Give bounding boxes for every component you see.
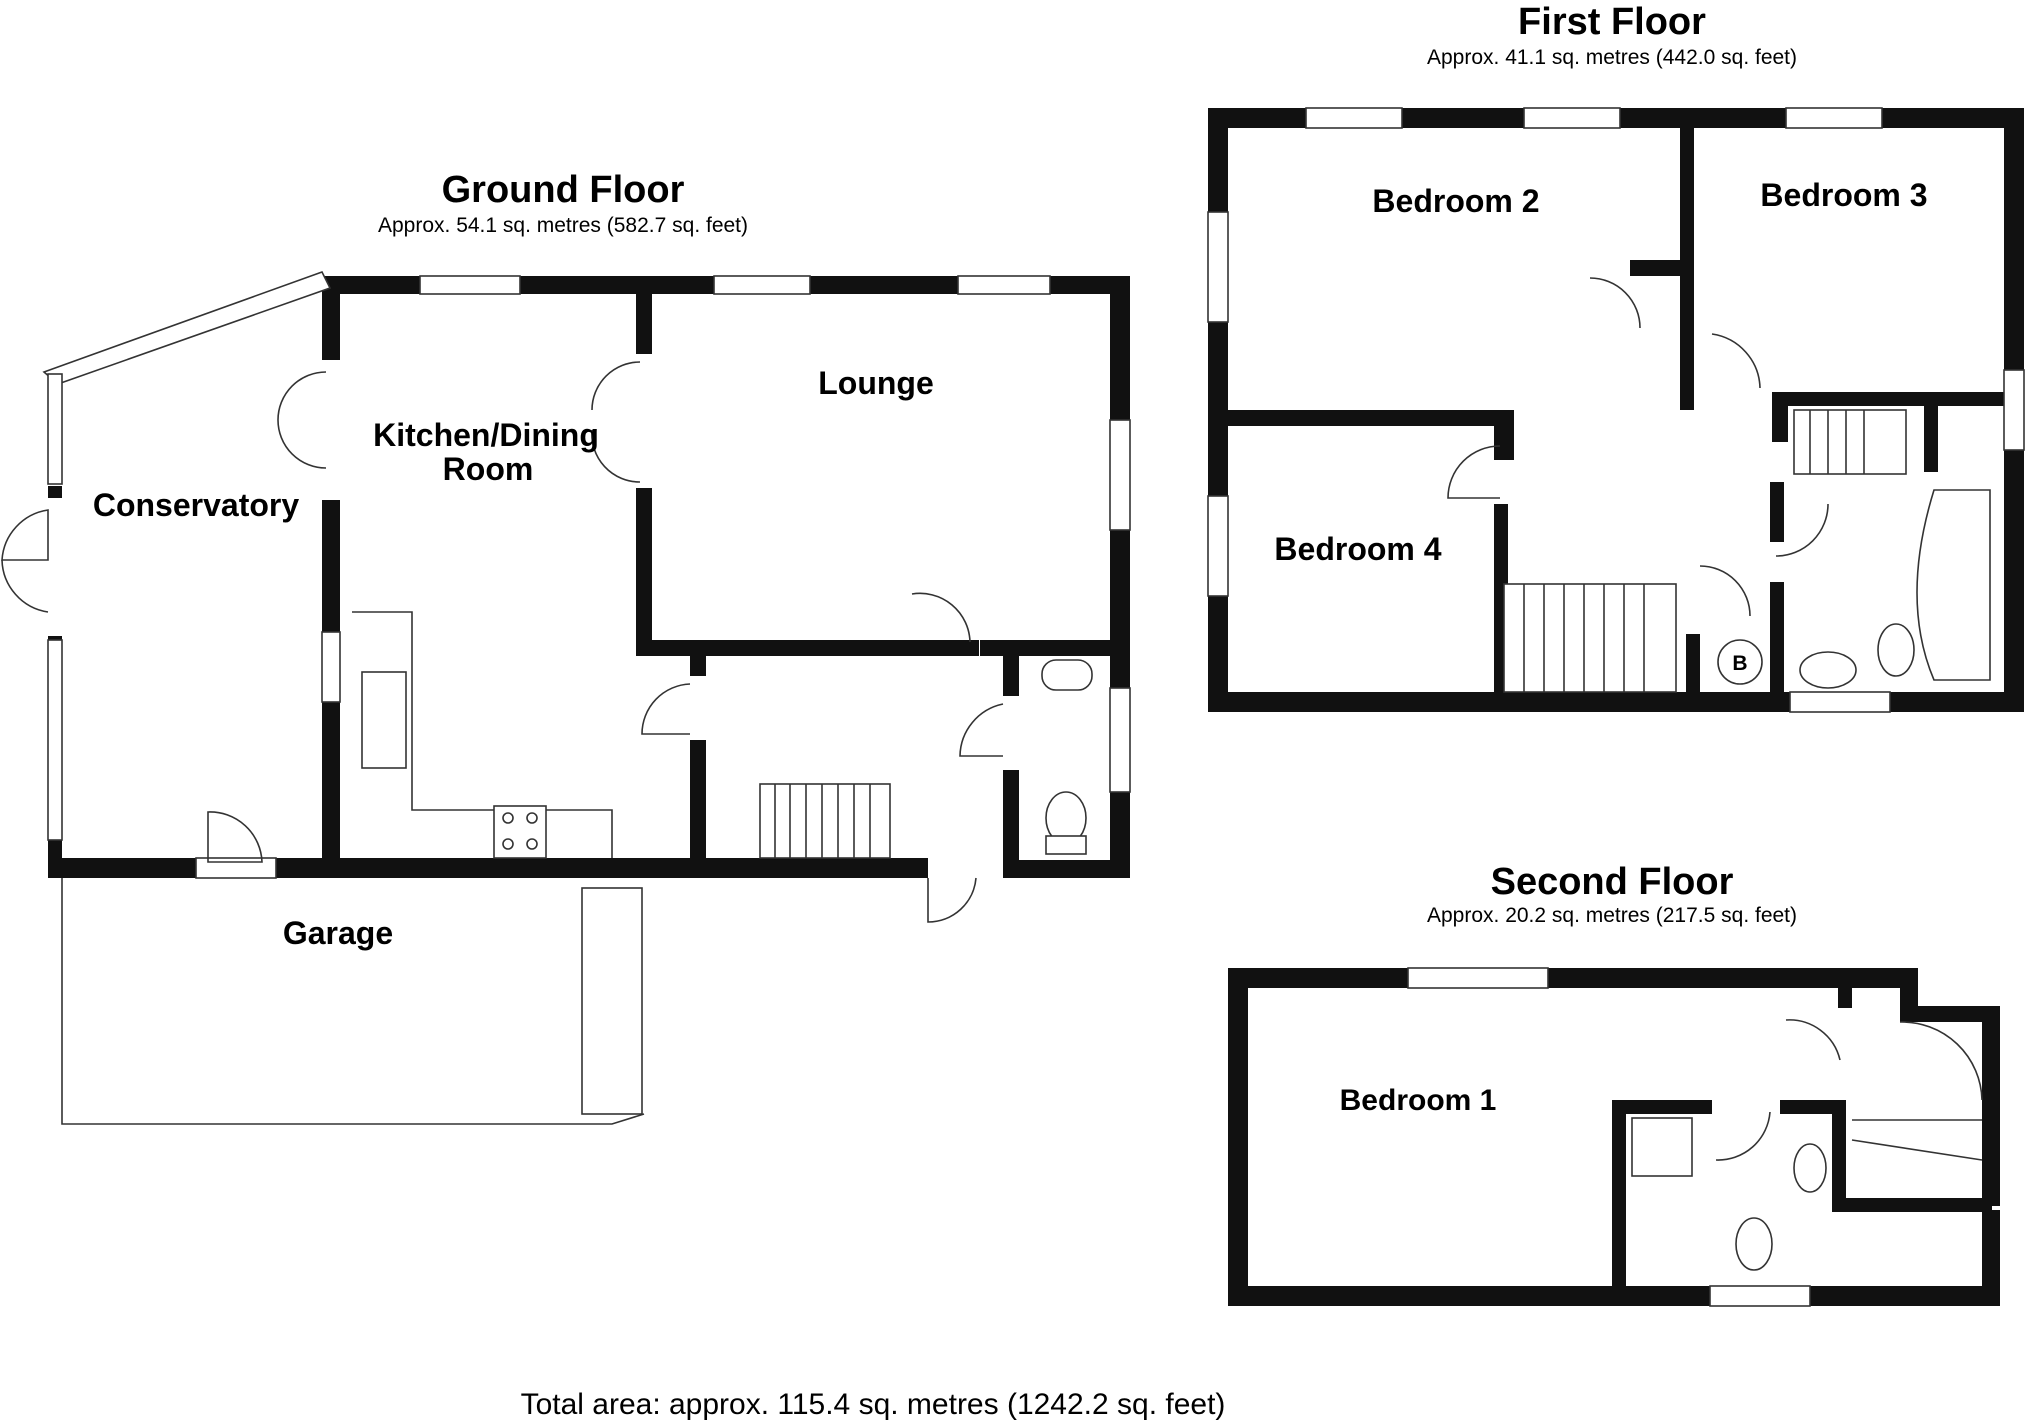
- room-label-kitchen-line2: Room: [443, 451, 534, 487]
- room-label-bedroom-4: Bedroom 4: [1274, 531, 1441, 567]
- ground-floor: [1, 271, 1131, 1125]
- second-floor: [1228, 967, 2000, 1307]
- room-label-bedroom-1: Bedroom 1: [1340, 1084, 1497, 1117]
- first-floor-title: First Floor: [1518, 1, 1706, 43]
- ground-floor-area: Approx. 54.1 sq. metres (582.7 sq. feet): [378, 214, 748, 237]
- first-floor-area: Approx. 41.1 sq. metres (442.0 sq. feet): [1427, 46, 1797, 69]
- first-floor: [1207, 107, 2025, 713]
- room-label-bedroom-2: Bedroom 2: [1372, 183, 1539, 219]
- ground-floor-title: Ground Floor: [442, 169, 685, 211]
- second-floor-area: Approx. 20.2 sq. metres (217.5 sq. feet): [1427, 904, 1797, 927]
- room-label-garage: Garage: [283, 915, 393, 951]
- boiler-label: B: [1732, 652, 1747, 675]
- room-label-lounge: Lounge: [818, 365, 934, 401]
- total-area: Total area: approx. 115.4 sq. metres (12…: [521, 1388, 1226, 1421]
- room-label-bedroom-3: Bedroom 3: [1760, 177, 1927, 213]
- room-label-conservatory: Conservatory: [93, 487, 300, 523]
- room-label-kitchen-line1: Kitchen/Dining: [373, 417, 599, 453]
- second-floor-title: Second Floor: [1491, 861, 1734, 903]
